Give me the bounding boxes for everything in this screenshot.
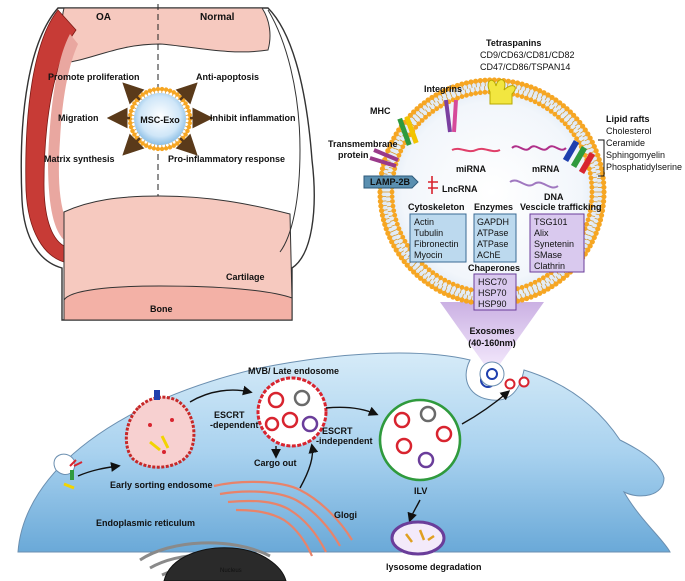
cargo-out-label: Cargo out [254,458,297,468]
msc-exo-label: MSC-Exo [140,115,180,125]
mvb-label: MVB/ Late endosome [248,366,339,376]
nucleus [163,547,287,581]
mrna-strand [511,145,567,151]
cytoskeleton-title: Cytoskeleton [408,202,465,212]
dna-label: DNA [544,192,564,202]
escrt-dependent-label-1: ESCRT [214,410,245,420]
lipid-raft-cluster [562,139,605,177]
integrin-protein [444,99,458,133]
golgi-apparatus [213,480,353,557]
lipid-raft-item-2: Ceramide [606,138,645,148]
escrt-independent-label-1: ESCRT [322,426,353,436]
effect-arrows [106,82,214,156]
escrt-dependent-label-2: -dependent [210,420,259,430]
cytoskeleton-item-3: Fibronectin [414,239,459,249]
chaperones-item-1: HSC70 [478,277,507,287]
oa-label: OA [96,12,111,23]
exosome-panel: Exosomes (40-160nm) Tetraspanins CD9/CD6… [328,38,682,387]
cytoskeleton-box [409,213,467,263]
tetraspanins-line1: CD9/CD63/CD81/CD82 [480,50,575,60]
arrow-to-mvb [189,385,253,403]
cartilage-label: Cartilage [226,272,265,282]
enzymes-item-3: ATPase [477,239,508,249]
normal-label: Normal [200,12,235,23]
dna-helix [509,179,559,189]
bone [63,285,293,321]
integrins-label: Integrins [424,84,462,94]
lipid-raft-item-4: Phosphatidylserine [606,162,682,172]
early-sorting-endosome [124,390,196,469]
lncrna-strand [428,176,438,194]
cytoskeleton-item-4: Myocin [414,250,443,260]
cell-nub [53,453,76,475]
vesicle-trafficking-title: Vescicle trafficking [520,202,602,212]
vesicle-trafficking-box [529,213,585,273]
transmembrane-protein [369,148,399,168]
golgi-label: Glogi [334,510,357,520]
effect-promote-proliferation: Promote proliferation [48,72,140,82]
vesicle-item-4: SMase [534,250,562,260]
arrow-to-release [461,390,511,425]
chaperones-item-2: HSP70 [478,288,507,298]
enzymes-item-1: GAPDH [477,217,509,227]
chaperones-box [473,273,517,311]
ilv-compartment [378,398,462,482]
enzymes-box [473,213,517,263]
er-label: Endoplasmic reticulum [96,518,195,528]
tetraspanin-protein [487,79,516,105]
enzymes-item-2: ATPase [477,228,508,238]
effect-migration: Migration [58,113,99,123]
bone-label: Bone [150,304,173,314]
lipid-rafts-title: Lipid rafts [606,114,650,124]
cell-panel: Early sorting endosome ESCRT -dependent … [17,352,671,581]
ilv-label: ILV [414,486,427,496]
arrow-to-lysosome [407,499,421,523]
oa-synovium-inner [48,34,78,240]
exosome-size-line1: Exosomes [469,326,514,336]
nucleus-label: Nucleus [220,568,242,574]
mhc-label: MHC [370,106,391,116]
cytoskeleton-item-2: Tubulin [414,228,443,238]
enzymes-item-4: AChE [477,250,501,260]
golgi-to-mvb-arrow [299,443,319,489]
transmembrane-label-2: protein [338,150,369,160]
normal-capsule-line [267,9,301,253]
lamp-2b-label: LAMP-2B [370,177,410,187]
exosome-size-line2: (40-160nm) [468,338,516,348]
lncrna-label: LncRNA [442,184,478,194]
joint-panel: OA Normal MSC-Exo Promote proliferation … [20,4,315,321]
tetraspanins-title: Tetraspanins [486,38,541,48]
exosome-funnel [440,302,544,364]
effect-matrix-synthesis: Matrix synthesis [44,154,115,164]
transmembrane-label-1: Transmembrane [328,139,398,149]
vesicle-item-2: Alix [534,228,549,238]
mrna-label: mRNA [532,164,560,174]
mvb-late-endosome [256,376,328,448]
lipid-raft-item-3: Sphingomyelin [606,150,665,160]
mhc-protein [397,115,419,146]
enzymes-title: Enzymes [474,202,513,212]
vesicle-item-3: Synetenin [534,239,574,249]
lamp-2b-badge [363,175,419,189]
early-endosome-label: Early sorting endosome [110,480,213,490]
cytoskeleton-item-1: Actin [414,217,434,227]
chaperones-title: Chaperones [468,263,520,273]
mirna-label: miRNA [456,164,487,174]
effect-pro-inflammatory: Pro-inflammatory response [168,154,285,164]
mirna-hairpin [451,147,501,153]
tetraspanins-line2: CD47/CD86/TSPAN14 [480,62,570,72]
endocytic-entry [63,459,121,490]
vesicle-item-5: Clathrin [534,261,565,271]
vesicle-item-1: TSG101 [534,217,568,227]
lower-cartilage [63,195,293,301]
arrow-to-ilv [325,406,379,416]
effect-inhibit-inflammation: Inhibit inflammation [210,113,296,123]
effect-anti-apoptosis: Anti-apoptosis [196,72,259,82]
lysosome-label: lysosome degradation [386,562,482,572]
lipid-raft-item-1: Cholesterol [606,126,652,136]
chaperones-item-3: HSP90 [478,299,507,309]
lysosome [390,520,446,556]
escrt-independent-label-2: -independent [316,436,373,446]
